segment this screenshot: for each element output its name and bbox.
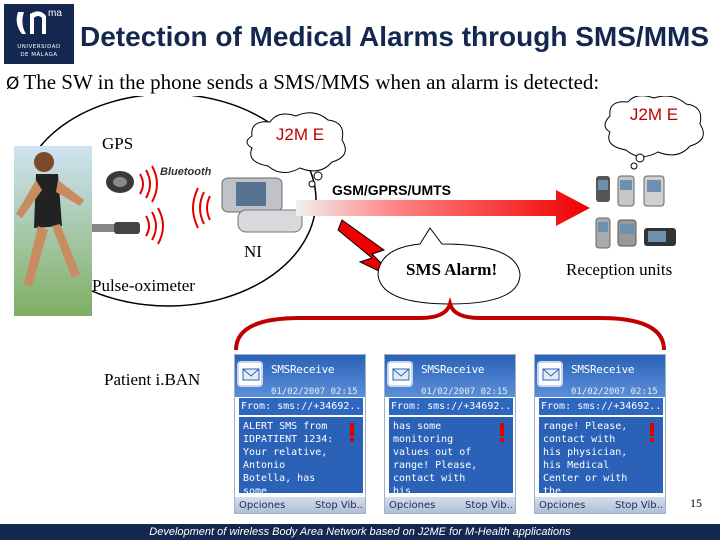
exclamation-icon <box>650 423 654 442</box>
message-body[interactable]: range! Please, contact with his physicia… <box>539 417 663 493</box>
sms-alarm-label: SMS Alarm! <box>406 260 498 279</box>
message-body[interactable]: has some monitoring values out of range!… <box>389 417 513 493</box>
app-title: SMSReceive <box>421 363 485 376</box>
exclamation-icon <box>350 423 354 442</box>
softkey-bar: Opciones Stop Vib.. <box>535 497 665 513</box>
phone-screen-3: SMSReceive 01/02/2007 02:15 From: sms://… <box>534 354 666 514</box>
page-number: 15 <box>690 496 702 510</box>
mobile-phone-icon <box>221 177 303 233</box>
envelope-icon <box>387 361 413 387</box>
options-softkey[interactable]: Opciones <box>389 500 436 511</box>
message-text: ALERT SMS from IDPATIENT 1234: Your rela… <box>243 421 334 493</box>
message-text: range! Please, contact with his physicia… <box>543 421 628 493</box>
stop-vibration-softkey[interactable]: Stop Vib.. <box>314 500 363 511</box>
oximeter-signal-icon <box>145 207 164 245</box>
gps-label: GPS <box>102 134 134 153</box>
j2me-cloud-left <box>246 112 346 173</box>
gps-device-icon <box>106 171 134 193</box>
system-diagram: GPS Bluetooth NI Pulse-oximeter J2M E J2… <box>0 96 720 516</box>
slide-header: ma UNIVERSIDAD DE MÁLAGA Detection of Me… <box>0 0 720 66</box>
envelope-icon <box>537 361 563 387</box>
softkey-bar: Opciones Stop Vib.. <box>385 497 515 513</box>
stop-vibration-softkey[interactable]: Stop Vib.. <box>614 500 663 511</box>
footer-bar: Development of wireless Body Area Networ… <box>0 524 720 540</box>
screens-bracket <box>234 296 666 351</box>
gps-signal-icon <box>139 165 158 203</box>
network-arrow <box>296 190 590 226</box>
message-date: 01/02/2007 02:15 <box>421 387 508 397</box>
slide-title: Detection of Medical Alarms through SMS/… <box>80 21 710 52</box>
message-date: 01/02/2007 02:15 <box>271 387 358 397</box>
university-logo: ma UNIVERSIDAD DE MÁLAGA <box>4 4 74 64</box>
runner-photo-icon <box>14 146 92 316</box>
j2me-left-label: J2M E <box>275 125 325 144</box>
j2me-cloud-right <box>604 96 704 157</box>
ni-label: NI <box>244 242 262 261</box>
arrow-bullet-icon: Ø <box>6 74 20 94</box>
bluetooth-logo: Bluetooth <box>160 166 212 178</box>
message-date: 01/02/2007 02:15 <box>571 387 658 397</box>
pulse-oximeter-icon <box>92 222 140 234</box>
softkey-bar: Opciones Stop Vib.. <box>235 497 365 513</box>
app-title: SMSReceive <box>571 363 635 376</box>
patient-iban-label: Patient i.BAN <box>104 370 201 389</box>
message-from: From: sms://+34692.. <box>389 398 513 415</box>
options-softkey[interactable]: Opciones <box>239 500 286 511</box>
logo-mark-icon <box>16 11 46 34</box>
exclamation-icon <box>500 423 504 442</box>
phone-screen-2: SMSReceive 01/02/2007 02:15 From: sms://… <box>384 354 516 514</box>
phone-screen-1: SMSReceive 01/02/2007 02:15 From: sms://… <box>234 354 366 514</box>
logo-text-line2: DE MÁLAGA <box>20 52 58 58</box>
phone-signal-icon <box>192 187 211 229</box>
reception-devices-icon <box>595 175 676 249</box>
j2me-right-label: J2M E <box>629 105 679 124</box>
message-body[interactable]: ALERT SMS from IDPATIENT 1234: Your rela… <box>239 417 363 493</box>
message-from: From: sms://+34692.. <box>539 398 663 415</box>
logo-mark-text: ma <box>48 8 62 19</box>
pulse-oximeter-label: Pulse-oximeter <box>92 276 195 295</box>
app-title: SMSReceive <box>271 363 335 376</box>
reception-units-label: Reception units <box>566 260 673 279</box>
options-softkey[interactable]: Opciones <box>539 500 586 511</box>
network-label: GSM/GPRS/UMTS <box>332 182 452 198</box>
message-from: From: sms://+34692.. <box>239 398 363 415</box>
message-text: has some monitoring values out of range!… <box>393 421 478 493</box>
subtitle-text: The SW in the phone sends a SMS/MMS when… <box>23 70 600 94</box>
stop-vibration-softkey[interactable]: Stop Vib.. <box>464 500 513 511</box>
envelope-icon <box>237 361 263 387</box>
logo-text-line1: UNIVERSIDAD <box>17 44 61 50</box>
diagram-graphics <box>14 96 704 351</box>
